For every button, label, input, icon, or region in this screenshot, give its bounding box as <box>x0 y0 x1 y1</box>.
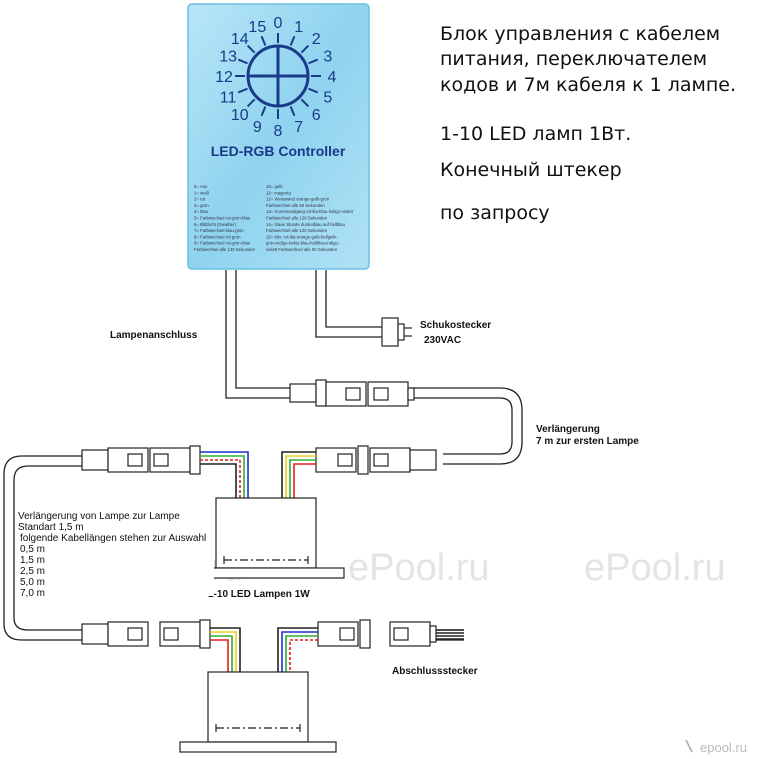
legend-right-line: 15= Mix: rot-lila-orange-gelb-hellgelb- <box>266 234 338 239</box>
connectors <box>81 379 437 649</box>
dial-tick <box>300 44 310 54</box>
extension-others: folgende Kabellängen stehen zur Auswahl <box>20 533 206 544</box>
legend-left-line: 4= blau <box>194 209 209 214</box>
dial-tick <box>289 106 296 117</box>
legend-left-line: 5= Farbwechsel rot-grün-blau <box>194 216 251 221</box>
dial-number: 2 <box>312 31 321 48</box>
legend-right-line: violett Farbwechsel alle 60 Sekunden <box>266 247 338 252</box>
legend-right-line: 13= Sonnenaufgang rot-lila-blau-indigo-v… <box>266 209 354 214</box>
lamps-note: 1-10 LED ламп 1Вт. <box>440 123 631 145</box>
dial-number: 0 <box>274 15 283 32</box>
legend-right-line: Farbwechsel alle 120 Sekunden <box>266 228 328 233</box>
label-abschluss: Abschlussstecker <box>392 666 478 677</box>
extension-standard: Standart 1,5 m <box>18 522 84 533</box>
description-line-3: кодов и 7м кабеля к 1 лампе. <box>440 74 736 96</box>
controller-title: LED-RGB Controller <box>211 143 346 159</box>
dial-number: 8 <box>274 123 283 140</box>
lamp-1 <box>187 497 345 579</box>
dial-number: 4 <box>328 69 337 86</box>
dial-tick <box>246 44 256 54</box>
legend-left-line: Farbwechsel alle 130 Sekunden <box>194 247 256 252</box>
label-verlaengerung-sub: 7 m zur ersten Lampe <box>536 436 639 447</box>
dial-number: 6 <box>312 107 321 124</box>
dial-tick <box>308 58 319 65</box>
extension-title: Verlängerung von Lampe zur Lampe <box>18 511 180 522</box>
dial-number: 9 <box>253 119 262 136</box>
extension-length-1: 0,5 m <box>20 544 45 555</box>
legend-left-line: 0= Aus <box>194 184 207 189</box>
corner-logo: epool.ru <box>685 739 747 755</box>
controller-box <box>187 3 370 270</box>
dial-tick <box>260 35 267 46</box>
legend-left-line: 1= weiß <box>194 190 210 195</box>
dial-tick <box>237 87 248 94</box>
legend-left-line: 6= Blitzlicht (Gewitter) <box>194 222 236 227</box>
dial-number: 13 <box>219 48 237 65</box>
label-lampen: 1-10 LED Lampen 1W <box>208 589 310 600</box>
watermark-3: ePool.ru <box>584 547 726 589</box>
dial-number: 12 <box>215 69 233 86</box>
extension-length-4: 5,0 m <box>20 577 45 588</box>
label-lampenanschluss: Lampenanschluss <box>110 330 198 341</box>
label-voltage: 230VAC <box>424 335 461 346</box>
dial-number: 7 <box>294 119 303 136</box>
end-plug-note: Конечный штекер <box>440 159 622 181</box>
legend-right-line: 10= gelb <box>266 184 283 189</box>
dial-number: 3 <box>323 48 332 65</box>
legend-right-line: 14= blaue Stunde dunkelblau auf hellblau <box>266 222 346 227</box>
lamp2-wires <box>210 627 318 672</box>
legend-right-line: Farbwechsel alle 120 Sekunden <box>266 216 328 221</box>
dial-tick <box>289 35 296 46</box>
legend-right-line: 12= Weisswind orange-gelb-grün <box>266 197 330 202</box>
extension-length-2: 1,5 m <box>20 555 45 566</box>
watermark-2: ePool.ru <box>348 547 490 589</box>
legend-left-line: 2= rot <box>194 197 206 202</box>
lamp1-wires <box>200 451 316 498</box>
label-schukostecker: Schukostecker <box>420 320 491 331</box>
dial-tick <box>237 58 248 65</box>
dial-tick <box>246 98 256 108</box>
legend-right-line: Farbwechsel alle 60 Sekunden <box>266 203 325 208</box>
legend-right-line: grün-indigo-türkis-blau-hellblau-indigo- <box>266 241 340 246</box>
legend-left-line: 7= Farbwechsel blau-grün <box>194 228 244 233</box>
legend-left-line: 9= Farbwechsel rot-grün-blau <box>194 241 251 246</box>
extension-length-5: 7,0 m <box>20 588 45 599</box>
dial-number: 15 <box>248 19 266 36</box>
label-verlaengerung: Verlängerung <box>536 424 600 435</box>
schuko-plug <box>381 317 412 347</box>
dial-tick <box>260 106 267 117</box>
dial-number: 11 <box>220 90 237 107</box>
dial-number: 10 <box>231 107 249 124</box>
dial-number: 1 <box>294 19 303 36</box>
end-plug-pins <box>436 629 464 640</box>
dial-number: 14 <box>231 31 249 48</box>
legend-right-line: 11= magenta <box>266 190 291 195</box>
corner-logo-text: epool.ru <box>700 740 747 755</box>
extension-length-3: 2,5 m <box>20 566 45 577</box>
dial-tick <box>300 98 310 108</box>
on-request-note: по запросу <box>440 202 550 224</box>
dial-tick <box>308 87 319 94</box>
lamp-2 <box>179 671 337 753</box>
description-line-1: Блок управления с кабелем <box>440 23 720 45</box>
dial-number: 5 <box>323 90 332 107</box>
description-line-2: питания, переключателем <box>440 48 707 70</box>
legend-left-line: 3= grün <box>194 203 209 208</box>
legend-left-line: 8= Farbwechsel rot grün <box>194 234 241 239</box>
